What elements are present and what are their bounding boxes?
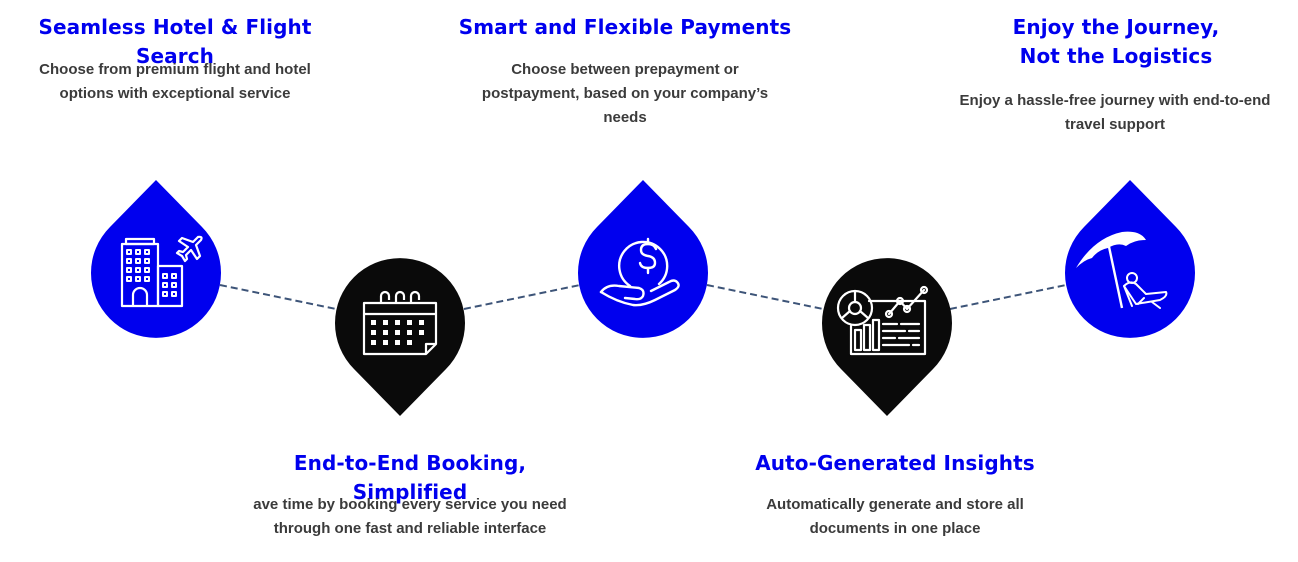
step-1-title: Seamless Hotel & Flight Search bbox=[38, 15, 312, 68]
connector-1-2 bbox=[219, 284, 337, 310]
step-3-description: Choose between prepayment or postpayment… bbox=[450, 58, 800, 130]
step-3-description-line: needs bbox=[603, 109, 647, 126]
step-5-description-line: travel support bbox=[1064, 116, 1166, 133]
step-5-title: Enjoy the Journey, Not the Logistics bbox=[966, 13, 1266, 71]
beach-umbrella-lounger-icon bbox=[1076, 231, 1168, 309]
step-5-marker bbox=[1065, 180, 1195, 338]
step-1-description: Choose from premium flight and hotel opt… bbox=[0, 58, 350, 106]
hotel-flight-icon bbox=[120, 235, 203, 308]
step-4-description-line: documents in one place bbox=[809, 520, 981, 537]
step-2-description-line: ave time by booking every service you ne… bbox=[253, 496, 567, 513]
step-3-title: Smart and Flexible Payments bbox=[458, 15, 792, 39]
step-4-title: Auto-Generated Insights bbox=[755, 451, 1035, 475]
step-3-marker bbox=[578, 180, 708, 338]
step-5-description-line: Enjoy a hassle-free journey with end-to-… bbox=[959, 92, 1271, 109]
step-2-description: ave time by booking every service you ne… bbox=[210, 493, 610, 541]
connector-3-4 bbox=[706, 284, 824, 310]
connector-2-3 bbox=[463, 284, 581, 310]
step-3-description-line: postpayment, based on your company’s bbox=[481, 85, 769, 102]
step-5-title-line: Enjoy the Journey, bbox=[1012, 15, 1220, 39]
analytics-dashboard-icon bbox=[836, 285, 929, 356]
step-5-title-line: Not the Logistics bbox=[1019, 44, 1213, 68]
step-4-description-line: Automatically generate and store all bbox=[766, 496, 1024, 513]
hand-coin-dollar-icon bbox=[599, 237, 680, 307]
calendar-icon bbox=[362, 290, 438, 356]
step-2-marker bbox=[335, 258, 465, 416]
step-1-marker bbox=[91, 180, 221, 338]
step-3-description-line: Choose between prepayment or bbox=[511, 61, 739, 78]
step-4-marker bbox=[822, 258, 952, 416]
step-2-title: End-to-End Booking, Simplified bbox=[293, 451, 527, 504]
step-2-description-line: through one fast and reliable interface bbox=[273, 520, 547, 537]
step-5-description: Enjoy a hassle-free journey with end-to-… bbox=[930, 89, 1298, 137]
step-1-description-line: options with exceptional service bbox=[59, 85, 291, 102]
calendar-days bbox=[371, 320, 424, 345]
step-4-description: Automatically generate and store all doc… bbox=[720, 493, 1070, 541]
connector-4-5 bbox=[949, 284, 1067, 310]
step-1-description-line: Choose from premium flight and hotel bbox=[39, 61, 311, 78]
